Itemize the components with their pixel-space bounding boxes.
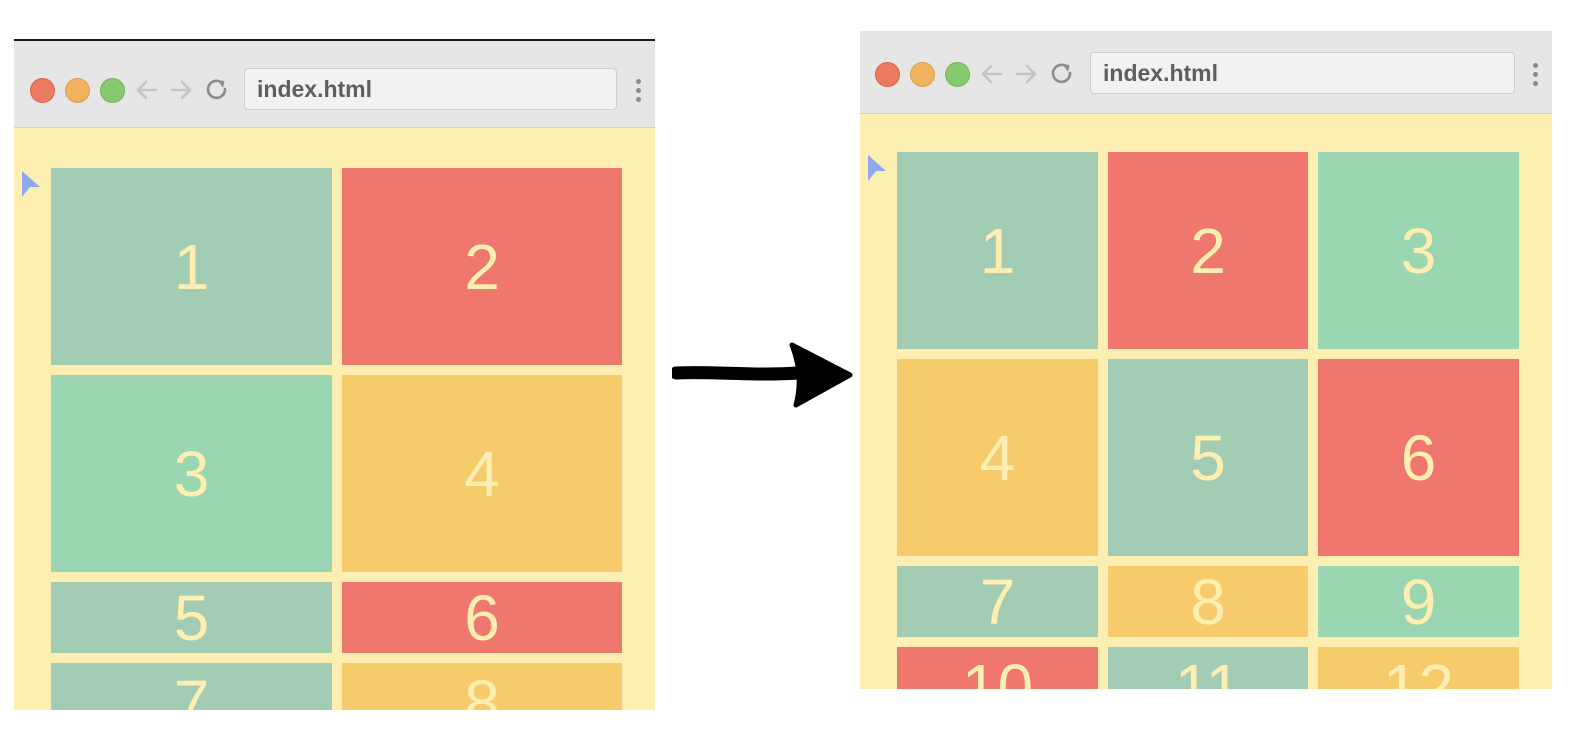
maximize-dot[interactable]	[945, 62, 970, 87]
browser-toolbar: index.html	[14, 41, 655, 128]
menu-kebab-icon[interactable]	[636, 79, 642, 105]
grid-item-9: 9	[1318, 566, 1519, 637]
grid-item-6: 6	[1318, 359, 1519, 556]
reload-icon[interactable]	[204, 77, 230, 103]
grid-item-8: 8	[342, 663, 622, 710]
back-arrow-icon[interactable]	[134, 77, 160, 103]
grid-container: 1 2 3 4 5 6 7 8 9 10 11 12	[897, 152, 1519, 689]
forward-arrow-icon[interactable]	[1013, 61, 1039, 87]
minimize-dot[interactable]	[910, 62, 935, 87]
grid-item-11: 11	[1108, 647, 1308, 689]
close-dot[interactable]	[875, 62, 900, 87]
address-bar-url: index.html	[257, 76, 373, 102]
browser-toolbar: index.html	[860, 31, 1552, 114]
grid-item-7: 7	[897, 566, 1098, 637]
address-bar[interactable]: index.html	[244, 68, 617, 110]
grid-item-1: 1	[51, 168, 332, 365]
grid-item-8: 8	[1108, 566, 1308, 637]
grid-item-10: 10	[897, 647, 1098, 689]
maximize-dot[interactable]	[100, 78, 125, 103]
right-arrow-icon	[669, 335, 854, 415]
address-bar-url: index.html	[1103, 60, 1219, 86]
grid-item-3: 3	[51, 375, 332, 572]
cursor-pointer-icon	[20, 170, 42, 198]
browser-window-three-columns: index.html 1 2 3 4 5 6 7 8 9 10 11 12	[860, 31, 1552, 689]
grid-item-4: 4	[342, 375, 622, 572]
grid-item-4: 4	[897, 359, 1098, 556]
grid-container: 1 2 3 4 5 6 7 8	[51, 168, 622, 710]
back-arrow-icon[interactable]	[979, 61, 1005, 87]
grid-item-12: 12	[1318, 647, 1519, 689]
close-dot[interactable]	[30, 78, 55, 103]
minimize-dot[interactable]	[65, 78, 90, 103]
grid-item-2: 2	[342, 168, 622, 365]
cursor-pointer-icon	[866, 154, 888, 182]
grid-item-6: 6	[342, 582, 622, 653]
grid-item-1: 1	[897, 152, 1098, 349]
browser-window-two-columns: index.html 1 2 3 4 5 6 7 8	[14, 39, 655, 710]
grid-item-5: 5	[51, 582, 332, 653]
forward-arrow-icon[interactable]	[168, 77, 194, 103]
menu-kebab-icon[interactable]	[1533, 63, 1539, 89]
address-bar[interactable]: index.html	[1090, 52, 1515, 94]
grid-item-2: 2	[1108, 152, 1308, 349]
reload-icon[interactable]	[1049, 61, 1075, 87]
grid-item-3: 3	[1318, 152, 1519, 349]
grid-item-7: 7	[51, 663, 332, 710]
grid-item-5: 5	[1108, 359, 1308, 556]
